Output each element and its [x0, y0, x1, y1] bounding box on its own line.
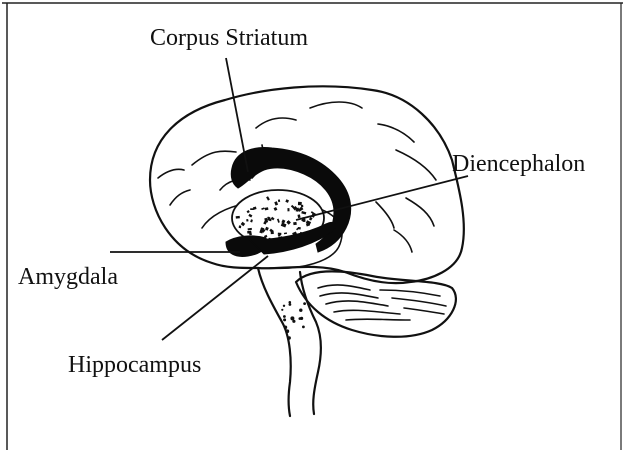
- speckle-mark: [298, 227, 301, 230]
- speckle-mark: [278, 199, 280, 202]
- stem-dot: [283, 315, 286, 318]
- hippocampus-leader: [162, 256, 268, 340]
- speckle-mark: [267, 217, 269, 221]
- stem-dot: [303, 302, 306, 305]
- speckle-mark: [250, 208, 254, 210]
- stem-dot: [286, 329, 290, 333]
- stem-dot: [284, 326, 288, 330]
- diencephalon-label: Diencephalon: [452, 151, 585, 177]
- stem-dot: [299, 309, 302, 312]
- stem-dot: [283, 305, 285, 307]
- speckle-mark: [293, 222, 297, 225]
- stem-dot: [289, 303, 292, 306]
- corpus-striatum-label: Corpus Striatum: [150, 25, 308, 51]
- speckle-mark: [296, 209, 299, 211]
- hippocampus-label: Hippocampus: [68, 352, 201, 378]
- speckle-mark: [236, 216, 240, 219]
- stem-dot: [302, 326, 305, 329]
- stem-dot: [299, 317, 302, 320]
- speckle-mark: [239, 225, 242, 228]
- stem-dot: [281, 309, 283, 311]
- speckle-mark: [298, 202, 302, 205]
- brainstem: [258, 268, 321, 416]
- stem-dot: [283, 318, 286, 321]
- speckle-mark: [278, 233, 282, 235]
- speckle-mark: [300, 207, 302, 209]
- stem-dot: [288, 336, 291, 339]
- amygdala-label: Amygdala: [18, 264, 118, 290]
- cerebrum-outline: [150, 86, 464, 283]
- speckle-mark: [287, 208, 289, 211]
- stem-dot: [290, 316, 294, 320]
- corpus-striatum-leader: [226, 58, 248, 172]
